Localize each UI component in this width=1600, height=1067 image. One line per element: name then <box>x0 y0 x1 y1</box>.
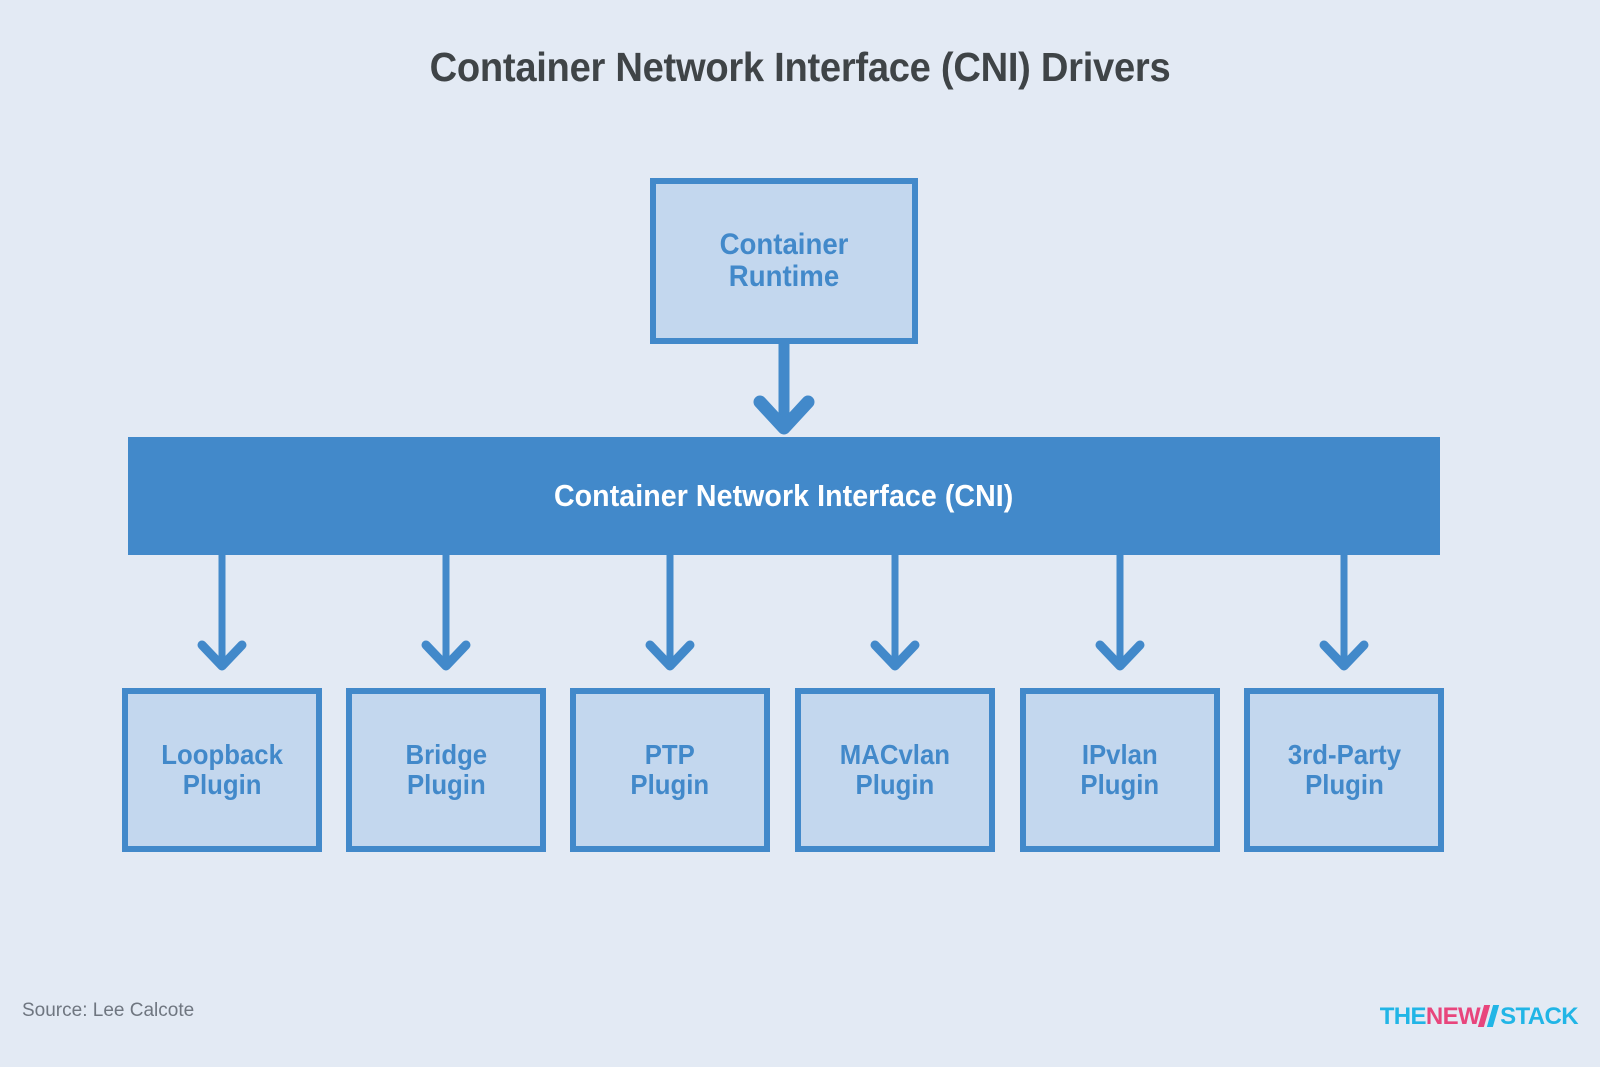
arrow-cni-to-plugin-3 <box>645 553 695 671</box>
logo-part-the: THE <box>1379 1003 1427 1030</box>
arrow-cni-to-plugin-4 <box>870 553 920 671</box>
node-plugin-macvlan-label: MACvlan Plugin <box>839 738 951 800</box>
logo-part-new: NEW <box>1425 1003 1481 1030</box>
node-plugin-ipvlan-label: IPvlan Plugin <box>1080 738 1160 800</box>
the-new-stack-logo: THENEW STACK <box>1379 1003 1579 1031</box>
node-plugin-loopback: Loopback Plugin <box>122 688 322 852</box>
node-container-runtime: Container Runtime <box>650 178 918 344</box>
node-plugin-bridge: Bridge Plugin <box>346 688 546 852</box>
arrow-cni-to-plugin-6 <box>1319 553 1369 671</box>
node-cni-bar-label: Container Network Interface (CNI) <box>554 478 1014 513</box>
node-plugin-ipvlan: IPvlan Plugin <box>1020 688 1220 852</box>
logo-part-stack: STACK <box>1500 1003 1578 1030</box>
node-plugin-third-party: 3rd-Party Plugin <box>1244 688 1444 852</box>
arrow-cni-to-plugin-2 <box>421 553 471 671</box>
arrow-cni-to-plugin-1 <box>197 553 247 671</box>
node-plugin-macvlan: MACvlan Plugin <box>795 688 995 852</box>
node-container-runtime-label: Container Runtime <box>719 227 849 293</box>
node-plugin-bridge-label: Bridge Plugin <box>405 738 487 800</box>
node-cni-bar: Container Network Interface (CNI) <box>128 437 1440 555</box>
node-plugin-ptp: PTP Plugin <box>570 688 770 852</box>
arrow-cni-to-plugin-5 <box>1095 553 1145 671</box>
arrow-runtime-to-cni <box>753 344 815 435</box>
node-plugin-loopback-label: Loopback Plugin <box>161 738 283 800</box>
source-attribution: Source: Lee Calcote <box>22 1000 195 1021</box>
node-plugin-third-party-label: 3rd-Party Plugin <box>1287 738 1401 800</box>
logo-double-slash-icon <box>1477 1005 1500 1027</box>
page-title: Container Network Interface (CNI) Driver… <box>429 44 1171 90</box>
node-plugin-ptp-label: PTP Plugin <box>630 738 710 800</box>
